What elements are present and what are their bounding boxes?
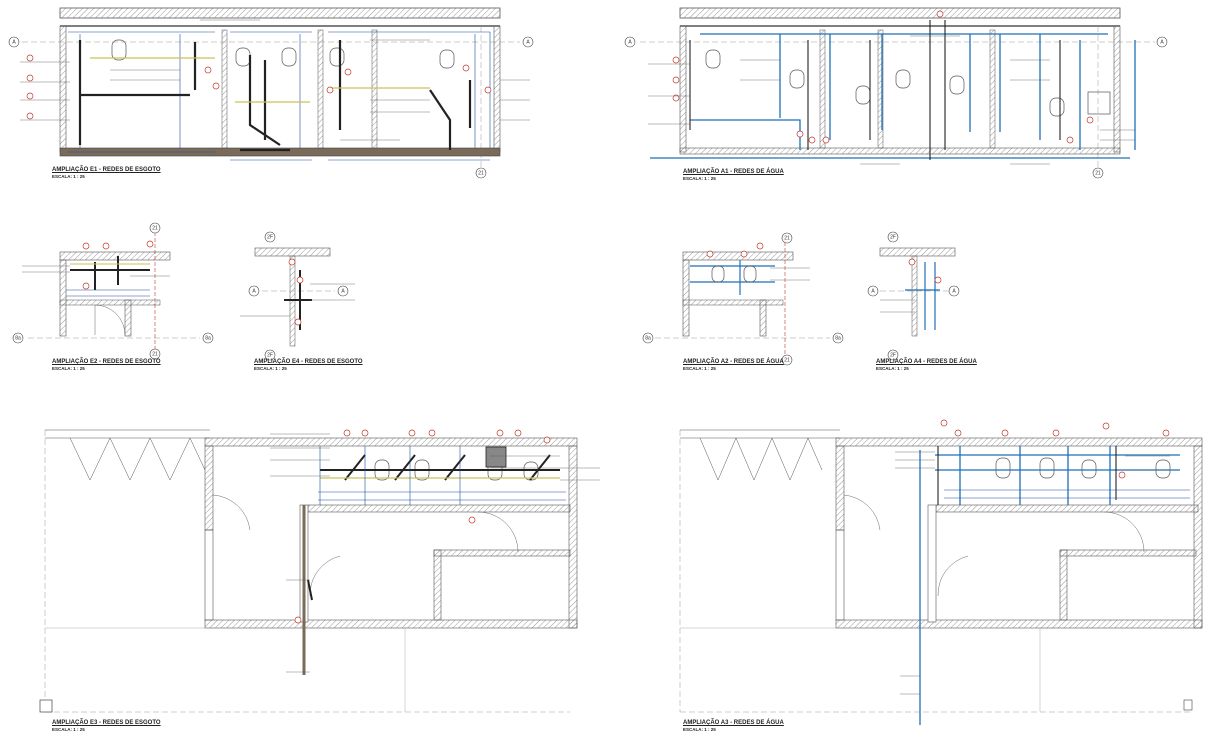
caption-e3: AMPLIAÇÃO E3 - REDES DE ESGOTO ESCALA: 1… bbox=[52, 720, 161, 732]
view-title: AMPLIAÇÃO E4 - REDES DE ESGOTO bbox=[254, 359, 363, 365]
grid-bubble-21-label: 21 bbox=[152, 225, 158, 231]
grid-bubble-21 bbox=[475, 167, 487, 179]
grid-bubble-a bbox=[624, 36, 636, 48]
grid-bubble-a-right-label: A bbox=[526, 39, 530, 45]
view-scale: ESCALA: 1 : 25 bbox=[52, 727, 85, 732]
grid-bubble-a-label: A bbox=[12, 39, 16, 45]
view-title: AMPLIAÇÃO E3 - REDES DE ESGOTO bbox=[52, 720, 161, 726]
view-scale: ESCALA: 1 : 25 bbox=[876, 366, 909, 371]
top-slab bbox=[59, 7, 501, 19]
grid-bubble-8a-right-label: 8a bbox=[205, 335, 211, 341]
sewer-main-e1 bbox=[59, 147, 501, 157]
grid-bubble-8a-label: 8a bbox=[645, 335, 651, 341]
view-title: AMPLIAÇÃO A3 - REDES DE ÁGUA bbox=[683, 720, 784, 726]
grid-bubble-2f-bottom-label: 2F bbox=[890, 352, 896, 358]
grid-bubble-8a-label: 8a bbox=[15, 335, 21, 341]
grid-bubble-a-right-label: A bbox=[1160, 39, 1164, 45]
grid-bubble-21-label: 21 bbox=[784, 235, 790, 241]
view-title: AMPLIAÇÃO A4 - REDES DE ÁGUA bbox=[876, 359, 977, 365]
grid-bubble-a-label: A bbox=[628, 39, 632, 45]
caption-a1: AMPLIAÇÃO A1 - REDES DE ÁGUA ESCALA: 1 :… bbox=[683, 169, 784, 181]
grid-bubble-21-bottom-label: 21 bbox=[784, 357, 790, 363]
view-e3 bbox=[39, 429, 600, 713]
grid-bubble-a-right bbox=[522, 36, 534, 48]
view-e4: A A 2F 2F bbox=[240, 231, 355, 361]
view-title: AMPLIAÇÃO A1 - REDES DE ÁGUA bbox=[683, 169, 784, 175]
grid-bubble-21-label: 21 bbox=[1095, 170, 1101, 176]
view-title: AMPLIAÇÃO E2 - REDES DE ESGOTO bbox=[52, 359, 161, 365]
view-a2: 8a 8a 21 21 bbox=[642, 232, 844, 366]
grid-bubble-8a-right bbox=[202, 332, 214, 344]
inspection-box bbox=[485, 446, 507, 468]
view-scale: ESCALA: 1 : 25 bbox=[52, 174, 85, 179]
view-a1: A A 21 bbox=[624, 7, 1168, 179]
caption-a3: AMPLIAÇÃO A3 - REDES DE ÁGUA ESCALA: 1 :… bbox=[683, 720, 784, 732]
view-e1: A A 21 bbox=[8, 7, 534, 179]
grid-bubble-8a-right-label: 8a bbox=[835, 335, 841, 341]
caption-a2: AMPLIAÇÃO A2 - REDES DE ÁGUA ESCALA: 1 :… bbox=[683, 359, 784, 371]
grid-bubble-2f-label: 2F bbox=[267, 234, 273, 240]
view-title: AMPLIAÇÃO E1 - REDES DE ESGOTO bbox=[52, 167, 161, 173]
view-title: AMPLIAÇÃO A2 - REDES DE ÁGUA bbox=[683, 359, 784, 365]
grid-bubble-21-label: 21 bbox=[478, 170, 484, 176]
caption-e4: AMPLIAÇÃO E4 - REDES DE ESGOTO ESCALA: 1… bbox=[254, 359, 363, 371]
view-scale: ESCALA: 1 : 25 bbox=[683, 176, 716, 181]
grid-bubble-8a bbox=[12, 332, 24, 344]
caption-e1: AMPLIAÇÃO E1 - REDES DE ESGOTO ESCALA: 1… bbox=[52, 167, 161, 179]
grid-bubble-2f-bottom-label: 2F bbox=[267, 352, 273, 358]
view-a3 bbox=[679, 419, 1203, 725]
grid-bubble-a bbox=[8, 36, 20, 48]
grid-bubble-a-right-label: A bbox=[952, 288, 956, 294]
grid-bubble-2f-label: 2F bbox=[890, 234, 896, 240]
grid-bubble-a-right-label: A bbox=[341, 288, 345, 294]
grid-bubble-21 bbox=[1092, 167, 1104, 179]
caption-a4: AMPLIAÇÃO A4 - REDES DE ÁGUA ESCALA: 1 :… bbox=[876, 359, 977, 371]
grid-bubble-a-label: A bbox=[871, 288, 875, 294]
grid-square-e3 bbox=[39, 699, 53, 713]
view-e2: 8a 8a 21 21 bbox=[12, 222, 214, 360]
view-scale: ESCALA: 1 : 25 bbox=[52, 366, 85, 371]
grid-bubble-21-bottom-label: 21 bbox=[152, 351, 158, 357]
view-a4: A A 2F 2F bbox=[867, 231, 960, 361]
grid-bubble-a-right bbox=[1156, 36, 1168, 48]
view-scale: ESCALA: 1 : 25 bbox=[683, 366, 716, 371]
view-scale: ESCALA: 1 : 25 bbox=[683, 727, 716, 732]
caption-e2: AMPLIAÇÃO E2 - REDES DE ESGOTO ESCALA: 1… bbox=[52, 359, 161, 371]
view-scale: ESCALA: 1 : 25 bbox=[254, 366, 287, 371]
grid-bubble-a-label: A bbox=[252, 288, 256, 294]
